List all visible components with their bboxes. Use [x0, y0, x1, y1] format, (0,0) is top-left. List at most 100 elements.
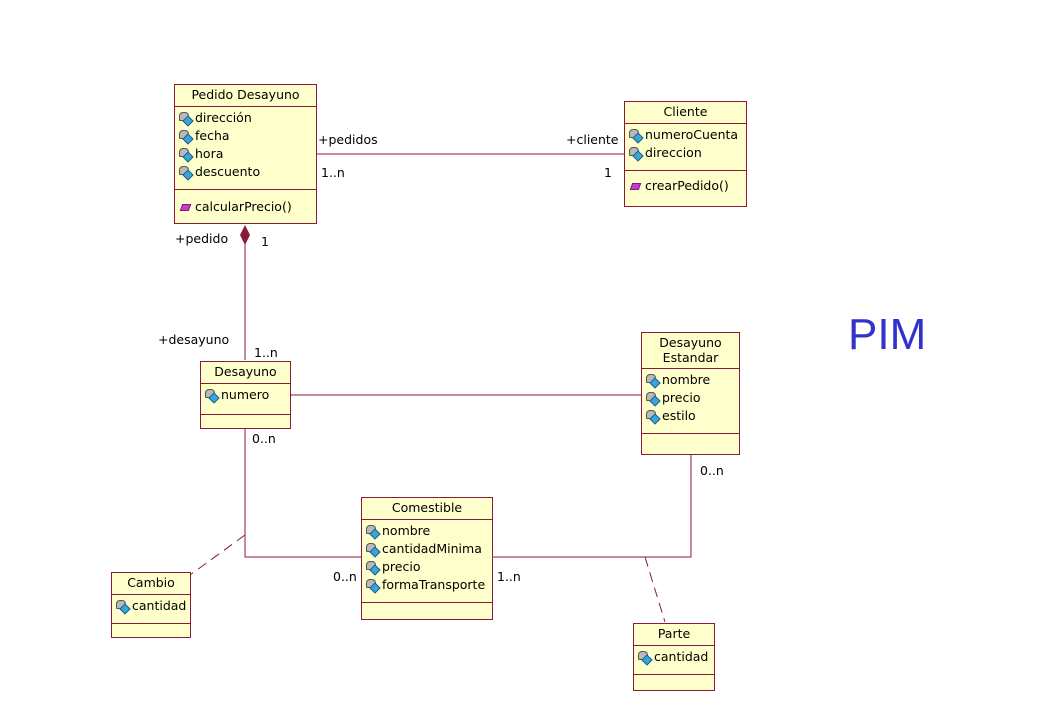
- attributes-section: nombre cantidadMinima precio formaTransp…: [362, 519, 492, 602]
- attribute-label: precio: [382, 559, 421, 574]
- attribute-label: nombre: [662, 372, 711, 387]
- attributes-section: cantidad: [112, 594, 190, 623]
- attribute-label: fecha: [195, 128, 230, 143]
- role-desayuno: +desayuno: [158, 332, 230, 347]
- class-name: Cliente: [663, 104, 708, 119]
- role-cliente: +cliente: [566, 132, 619, 147]
- attributes-section: numero: [201, 383, 290, 414]
- attribute-icon: [365, 541, 381, 558]
- operation-label: calcularPrecio(): [195, 199, 292, 214]
- operation-icon: [179, 203, 192, 211]
- attribute-icon: [178, 164, 194, 181]
- attribute-label: nombre: [382, 523, 431, 538]
- attribute-row: cantidadMinima: [365, 540, 489, 558]
- class-name: Cambio: [127, 575, 175, 590]
- mult-desayuno-top: 1..n: [254, 345, 278, 360]
- attribute-icon: [115, 598, 131, 615]
- attribute-row: fecha: [178, 127, 313, 145]
- attribute-label: hora: [195, 146, 224, 161]
- operations-section: [112, 623, 190, 638]
- attribute-icon: [365, 577, 381, 594]
- attribute-label: precio: [662, 390, 701, 405]
- class-cliente[interactable]: Cliente numeroCuenta direccion crearPedi…: [624, 101, 747, 207]
- class-name-line: Estandar: [662, 350, 719, 365]
- class-name: Parte: [657, 626, 691, 641]
- class-parte[interactable]: Parte cantidad: [633, 623, 715, 691]
- assoc-desayuno-comestible: [244, 428, 361, 558]
- attributes-section: cantidad: [634, 645, 714, 674]
- attribute-icon: [628, 145, 644, 162]
- attribute-label: numero: [221, 387, 270, 402]
- attribute-label: formaTransporte: [382, 577, 486, 592]
- mult-comestible-left: 0..n: [333, 569, 357, 584]
- mult-desayuno-bottom: 0..n: [252, 431, 276, 446]
- attribute-row: dirección: [178, 109, 313, 127]
- attribute-row: nombre: [645, 371, 736, 389]
- class-comestible[interactable]: Comestible nombre cantidadMinima precio …: [361, 497, 493, 620]
- operations-section: [642, 433, 739, 448]
- class-name: Comestible: [391, 500, 463, 515]
- attribute-icon: [645, 408, 661, 425]
- class-name-line: Desayuno: [659, 335, 722, 350]
- attribute-icon: [645, 372, 661, 389]
- mult-comestible-right: 1..n: [497, 569, 521, 584]
- operation-row: crearPedido(): [628, 177, 743, 195]
- attribute-row: descuento: [178, 163, 313, 181]
- attribute-icon: [178, 110, 194, 127]
- attribute-icon: [365, 523, 381, 540]
- assoc-class-dash-parte: [644, 556, 666, 623]
- pim-watermark: PIM: [848, 310, 927, 359]
- mult-pedido: 1: [261, 234, 269, 249]
- role-pedido: +pedido: [175, 231, 229, 246]
- attribute-row: precio: [365, 558, 489, 576]
- operation-icon: [629, 182, 642, 190]
- attribute-label: cantidadMinima: [382, 541, 482, 556]
- attribute-row: numeroCuenta: [628, 126, 743, 144]
- attribute-label: descuento: [195, 164, 261, 179]
- assoc-comestible-estandar: [493, 455, 692, 558]
- attribute-icon: [204, 387, 220, 404]
- attribute-row: hora: [178, 145, 313, 163]
- class-pedido-desayuno[interactable]: Pedido Desayuno dirección fecha hora des…: [174, 84, 317, 224]
- attributes-section: nombre precio estilo: [642, 368, 739, 433]
- attribute-icon: [365, 559, 381, 576]
- class-name: Desayuno Estandar: [642, 333, 739, 368]
- attribute-icon: [628, 127, 644, 144]
- operation-row: calcularPrecio(): [178, 198, 313, 216]
- composition-diamond: [240, 225, 250, 245]
- attributes-section: dirección fecha hora descuento: [175, 106, 316, 189]
- attribute-row: direccion: [628, 144, 743, 162]
- attribute-icon: [637, 649, 653, 666]
- attribute-row: numero: [204, 386, 287, 404]
- operations-section: crearPedido(): [625, 170, 746, 197]
- mult-estandar: 0..n: [700, 463, 724, 478]
- class-name: Pedido Desayuno: [191, 87, 300, 102]
- mult-pedidos: 1..n: [321, 165, 345, 180]
- attribute-row: precio: [645, 389, 736, 407]
- operations-section: [201, 414, 290, 429]
- class-desayuno[interactable]: Desayuno numero: [200, 361, 291, 429]
- attributes-section: numeroCuenta direccion: [625, 123, 746, 170]
- attribute-icon: [178, 128, 194, 145]
- attribute-label: cantidad: [132, 598, 187, 613]
- attribute-icon: [645, 390, 661, 407]
- attribute-icon: [178, 146, 194, 163]
- attribute-row: estilo: [645, 407, 736, 425]
- role-pedidos: +pedidos: [318, 132, 378, 147]
- attribute-label: numeroCuenta: [645, 127, 739, 142]
- class-cambio[interactable]: Cambio cantidad: [111, 572, 191, 638]
- mult-cliente: 1: [604, 165, 612, 180]
- class-desayuno-estandar[interactable]: Desayuno Estandar nombre precio estilo: [641, 332, 740, 455]
- attribute-label: estilo: [662, 408, 696, 423]
- attribute-row: cantidad: [115, 597, 187, 615]
- attribute-label: dirección: [195, 110, 252, 125]
- attribute-row: formaTransporte: [365, 576, 489, 594]
- attribute-row: nombre: [365, 522, 489, 540]
- operations-section: [362, 602, 492, 617]
- assoc-class-dash-cambio: [189, 534, 246, 576]
- operations-section: calcularPrecio(): [175, 189, 316, 218]
- attribute-label: cantidad: [654, 649, 709, 664]
- operation-label: crearPedido(): [645, 178, 729, 193]
- attribute-row: cantidad: [637, 648, 711, 666]
